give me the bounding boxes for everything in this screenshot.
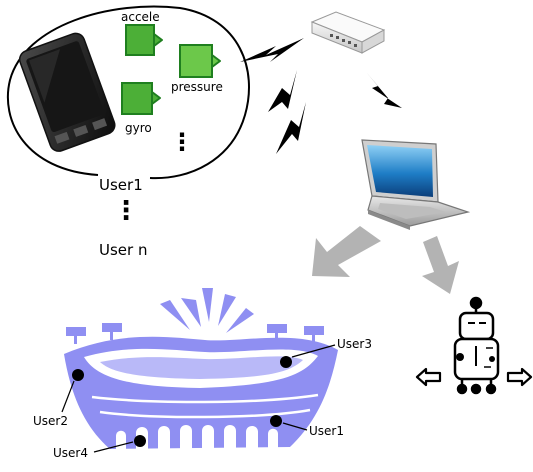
router-icon xyxy=(310,11,386,54)
more-sensors-ellipsis: ⋮ xyxy=(170,128,194,156)
stadium-user4-label: User4 xyxy=(53,446,88,460)
arrow-to-robot-icon xyxy=(422,236,459,294)
leader-user1 xyxy=(282,422,308,431)
leader-user4 xyxy=(93,441,134,453)
robot-icon xyxy=(453,296,500,395)
right-arrow-icon xyxy=(506,367,533,387)
stadium-user2-label: User2 xyxy=(33,414,68,428)
stadium-user3-label: User3 xyxy=(337,337,372,351)
laptop-icon xyxy=(361,139,471,230)
lightning-icon xyxy=(366,72,402,108)
stadium-light-rays xyxy=(160,288,254,333)
floodlight-left xyxy=(66,323,122,344)
user-first-label: User1 xyxy=(99,176,143,194)
user-dot-user2 xyxy=(72,369,84,381)
sensor-label-accel: accele xyxy=(121,10,160,24)
gyroscope-sensor-icon xyxy=(121,82,161,115)
accelerometer-sensor-icon xyxy=(125,24,163,56)
robot-direction-arrows xyxy=(415,367,533,387)
lightning-icon xyxy=(276,102,306,154)
left-arrow-icon xyxy=(415,367,442,387)
more-users-ellipsis: ⋮ xyxy=(113,196,139,226)
lightning-icon xyxy=(240,38,304,62)
sensor-label-pressure: pressure xyxy=(171,80,223,94)
leader-user3 xyxy=(291,344,336,358)
wireless-link-icons xyxy=(240,38,402,154)
smartphone-icon xyxy=(18,32,116,152)
stadium-user1-label: User1 xyxy=(309,424,344,438)
user-last-label: User n xyxy=(99,241,148,259)
user-dot-user3 xyxy=(280,356,292,368)
leader-user2 xyxy=(61,380,75,413)
pressure-sensor-icon xyxy=(179,44,221,78)
arrow-to-stadium-icon xyxy=(312,226,381,277)
lightning-icon xyxy=(268,70,297,112)
floodlight-right xyxy=(267,324,324,343)
data-flow-arrows xyxy=(312,226,459,294)
sensor-label-gyro: gyro xyxy=(125,121,152,135)
user-dot-user4 xyxy=(134,435,146,447)
user-dot-user1 xyxy=(270,415,282,427)
cluster-ellipse xyxy=(6,5,250,180)
stadium-icon xyxy=(61,288,338,453)
phone-cluster xyxy=(6,5,250,180)
